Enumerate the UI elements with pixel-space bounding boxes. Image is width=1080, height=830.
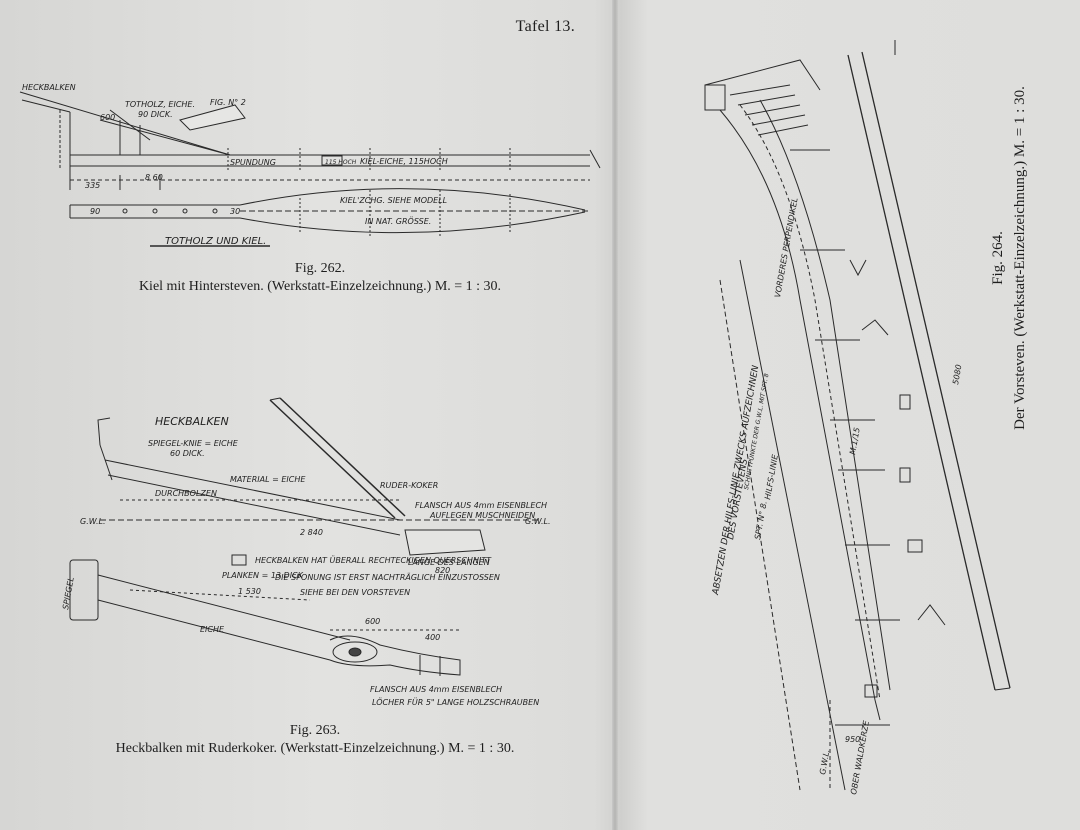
dim-1530: 1 530 [238,587,261,596]
dim-600: 600 [100,113,115,122]
label-totholz: TOTHOLZ, EICHE. [125,100,195,109]
label-flansch: FLANSCH AUS 4mm EISENBLECH [415,501,547,510]
label-ober-waldkerze: OBER WALDKERZE [849,719,871,795]
dim-820: 820 [435,566,450,575]
label-lange: LÄNGE DES LANGEN [408,557,490,567]
label-locher: LÖCHER FÜR 5" LANGE HOLZSCHRAUBEN [372,697,539,707]
label-fig-ref: FIG. N° 2 [210,98,246,107]
label-totholz-dick: 90 DICK. [138,110,173,119]
label-hoch: 115 HOCH [325,159,357,166]
fig263-text: Heckbalken mit Ruderkoker. (Werkstatt-Ei… [115,741,515,756]
label-eiche: EICHE [200,625,225,634]
fig262-text: Kiel mit Hintersteven. (Werkstatt-Einzel… [138,279,502,294]
label-gwl-263: G.W.L. [80,517,106,526]
label-planken: PLANKEN = 13 DICK [222,571,304,580]
fig263-caption: Fig. 263. Heckbalken mit Ruderkoker. (We… [85,722,545,758]
label-nat-grosse: IN NAT. GRÖSSE. [365,216,431,226]
fig264-drawing [704,40,1011,791]
fig262-caption: Fig. 262. Kiel mit Hintersteven. (Werkst… [110,260,530,296]
plate-label: Tafel 13. [515,18,575,35]
label-spiegel-dick: 60 DICK. [170,449,205,458]
dim-860: 8 60 [145,173,163,182]
label-material: MATERIAL = EICHE [230,475,306,484]
label-kiel-eiche: KIEL-EICHE, 115HOCH [360,157,448,166]
label-note3: SIEHE BEI DEN VORSTEVEN [300,588,410,597]
label-heckbalken-262: HECKBALKEN [22,83,76,92]
label-spiegel: SPIEGEL [61,576,76,610]
fig264-number: Fig. 264. [990,231,1006,285]
label-totholz-kiel: TOTHOLZ UND KIEL. [165,236,266,247]
dim-335: 335 [85,181,100,190]
dim-5080: 5080 [951,364,963,386]
label-spundung: SPUNDUNG [230,158,276,167]
dim-90: 90 [90,207,100,216]
label-note2: DIE SPONUNG IST ERST NACHTRÄGLICH EINZUS… [275,572,500,582]
fig264-text: Der Vorsteven. (Werkstatt-Einzelzeichnun… [1012,86,1028,430]
label-spiegel-knie: SPIEGEL-KNIE = EICHE [148,439,239,448]
label-hilfs-linie: HILFS-LINIE [763,453,780,500]
fig263-number: Fig. 263. [289,723,341,738]
dim-400: 400 [425,633,440,642]
label-auflegen: AUFLEGEN MUSCHNEIDEN [429,511,535,520]
label-vord-perp: VORDERES PERPENDIKEL [773,197,799,298]
page-fold [612,0,618,830]
fig262-number: Fig. 262. [294,261,346,276]
dim-950: 950 [845,735,860,744]
label-spt: SPT. N° 8. [753,500,769,540]
label-kielzchg: KIEL'ZCHG. SIEHE MODELL [340,196,447,205]
label-durchbolzen: DURCHBOLZEN [155,489,217,498]
label-gwl-264: G.W.L. [818,749,831,776]
fig262-drawing [19,91,601,247]
dim-600-263: 600 [365,617,380,626]
fig264-caption: Fig. 264. Der Vorsteven. (Werkstatt-Einz… [987,48,1037,468]
label-flansch2: FLANSCH AUS 4mm EISENBLECH [370,685,502,694]
dim-2840: 2 840 [300,528,323,537]
label-note1: HECKBALKEN HAT ÜBERALL RECHTECKIGEN QUER… [255,555,492,565]
label-gwl-263b: G.W.L. [525,517,551,526]
fig263-drawing [69,397,540,676]
dim-30: 30 [230,207,240,216]
label-heckbalken-title: HECKBALKEN [155,415,229,428]
label-ruder-koker: RUDER-KOKER [380,481,438,490]
